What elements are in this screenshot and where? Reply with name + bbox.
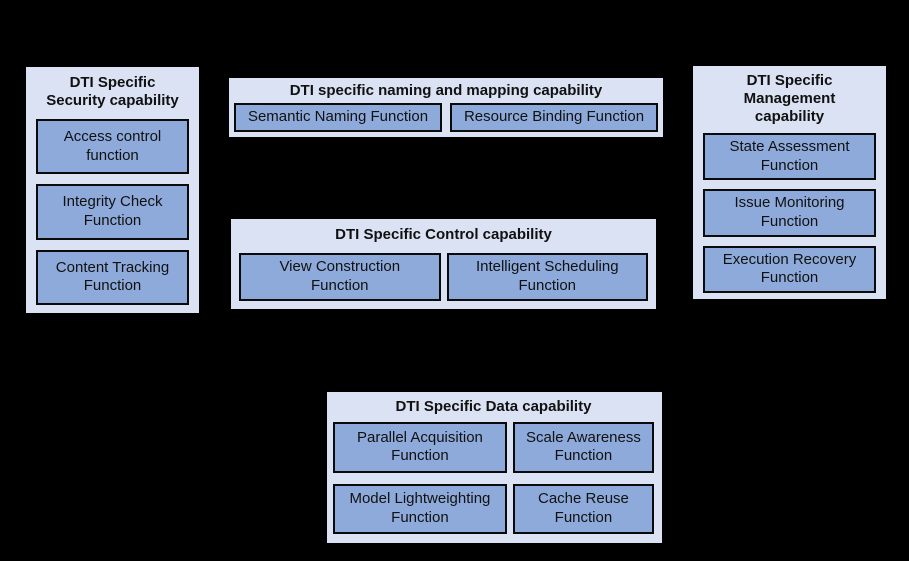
- data-capability-group: DTI Specific Data capability Parallel Ac…: [326, 391, 663, 544]
- function-box-scale-awareness: Scale Awareness Function: [512, 422, 654, 473]
- data-function-grid: Parallel Acquisition Function Scale Awar…: [333, 422, 654, 534]
- naming-mapping-capability-title: DTI specific naming and mapping capabili…: [289, 82, 603, 99]
- naming-mapping-capability-group: DTI specific naming and mapping capabili…: [228, 77, 664, 138]
- function-box-access-control: Access control function: [36, 119, 189, 175]
- management-capability-group: DTI Specific Management capability State…: [692, 65, 887, 300]
- control-capability-group: DTI Specific Control capability View Con…: [230, 218, 657, 310]
- management-function-list: State Assessment Function Issue Monitori…: [703, 133, 876, 293]
- function-box-model-lightweighting: Model Lightweighting Function: [333, 483, 507, 534]
- function-box-intelligent-scheduling: Intelligent Scheduling Function: [446, 253, 648, 301]
- security-function-list: Access control function Integrity Check …: [36, 119, 189, 305]
- naming-function-list: Semantic Naming Function Resource Bindin…: [234, 103, 658, 132]
- function-box-cache-reuse: Cache Reuse Function: [512, 483, 654, 534]
- function-box-resource-binding: Resource Binding Function: [450, 103, 658, 132]
- function-box-view-construction: View Construction Function: [239, 253, 441, 301]
- security-capability-title: DTI Specific Security capability: [46, 74, 179, 109]
- function-box-semantic-naming: Semantic Naming Function: [234, 103, 442, 132]
- function-box-issue-monitoring: Issue Monitoring Function: [703, 189, 876, 237]
- security-capability-group: DTI Specific Security capability Access …: [25, 66, 200, 314]
- function-box-integrity-check: Integrity Check Function: [36, 184, 189, 240]
- function-box-execution-recovery: Execution Recovery Function: [703, 245, 876, 293]
- function-box-state-assessment: State Assessment Function: [703, 133, 876, 181]
- data-capability-title: DTI Specific Data capability: [395, 398, 592, 415]
- control-function-list: View Construction Function Intelligent S…: [239, 253, 648, 301]
- management-capability-title: DTI Specific Management capability: [743, 72, 836, 125]
- function-box-content-tracking: Content Tracking Function: [36, 249, 189, 305]
- function-box-parallel-acquisition: Parallel Acquisition Function: [333, 422, 507, 473]
- control-capability-title: DTI Specific Control capability: [335, 226, 552, 243]
